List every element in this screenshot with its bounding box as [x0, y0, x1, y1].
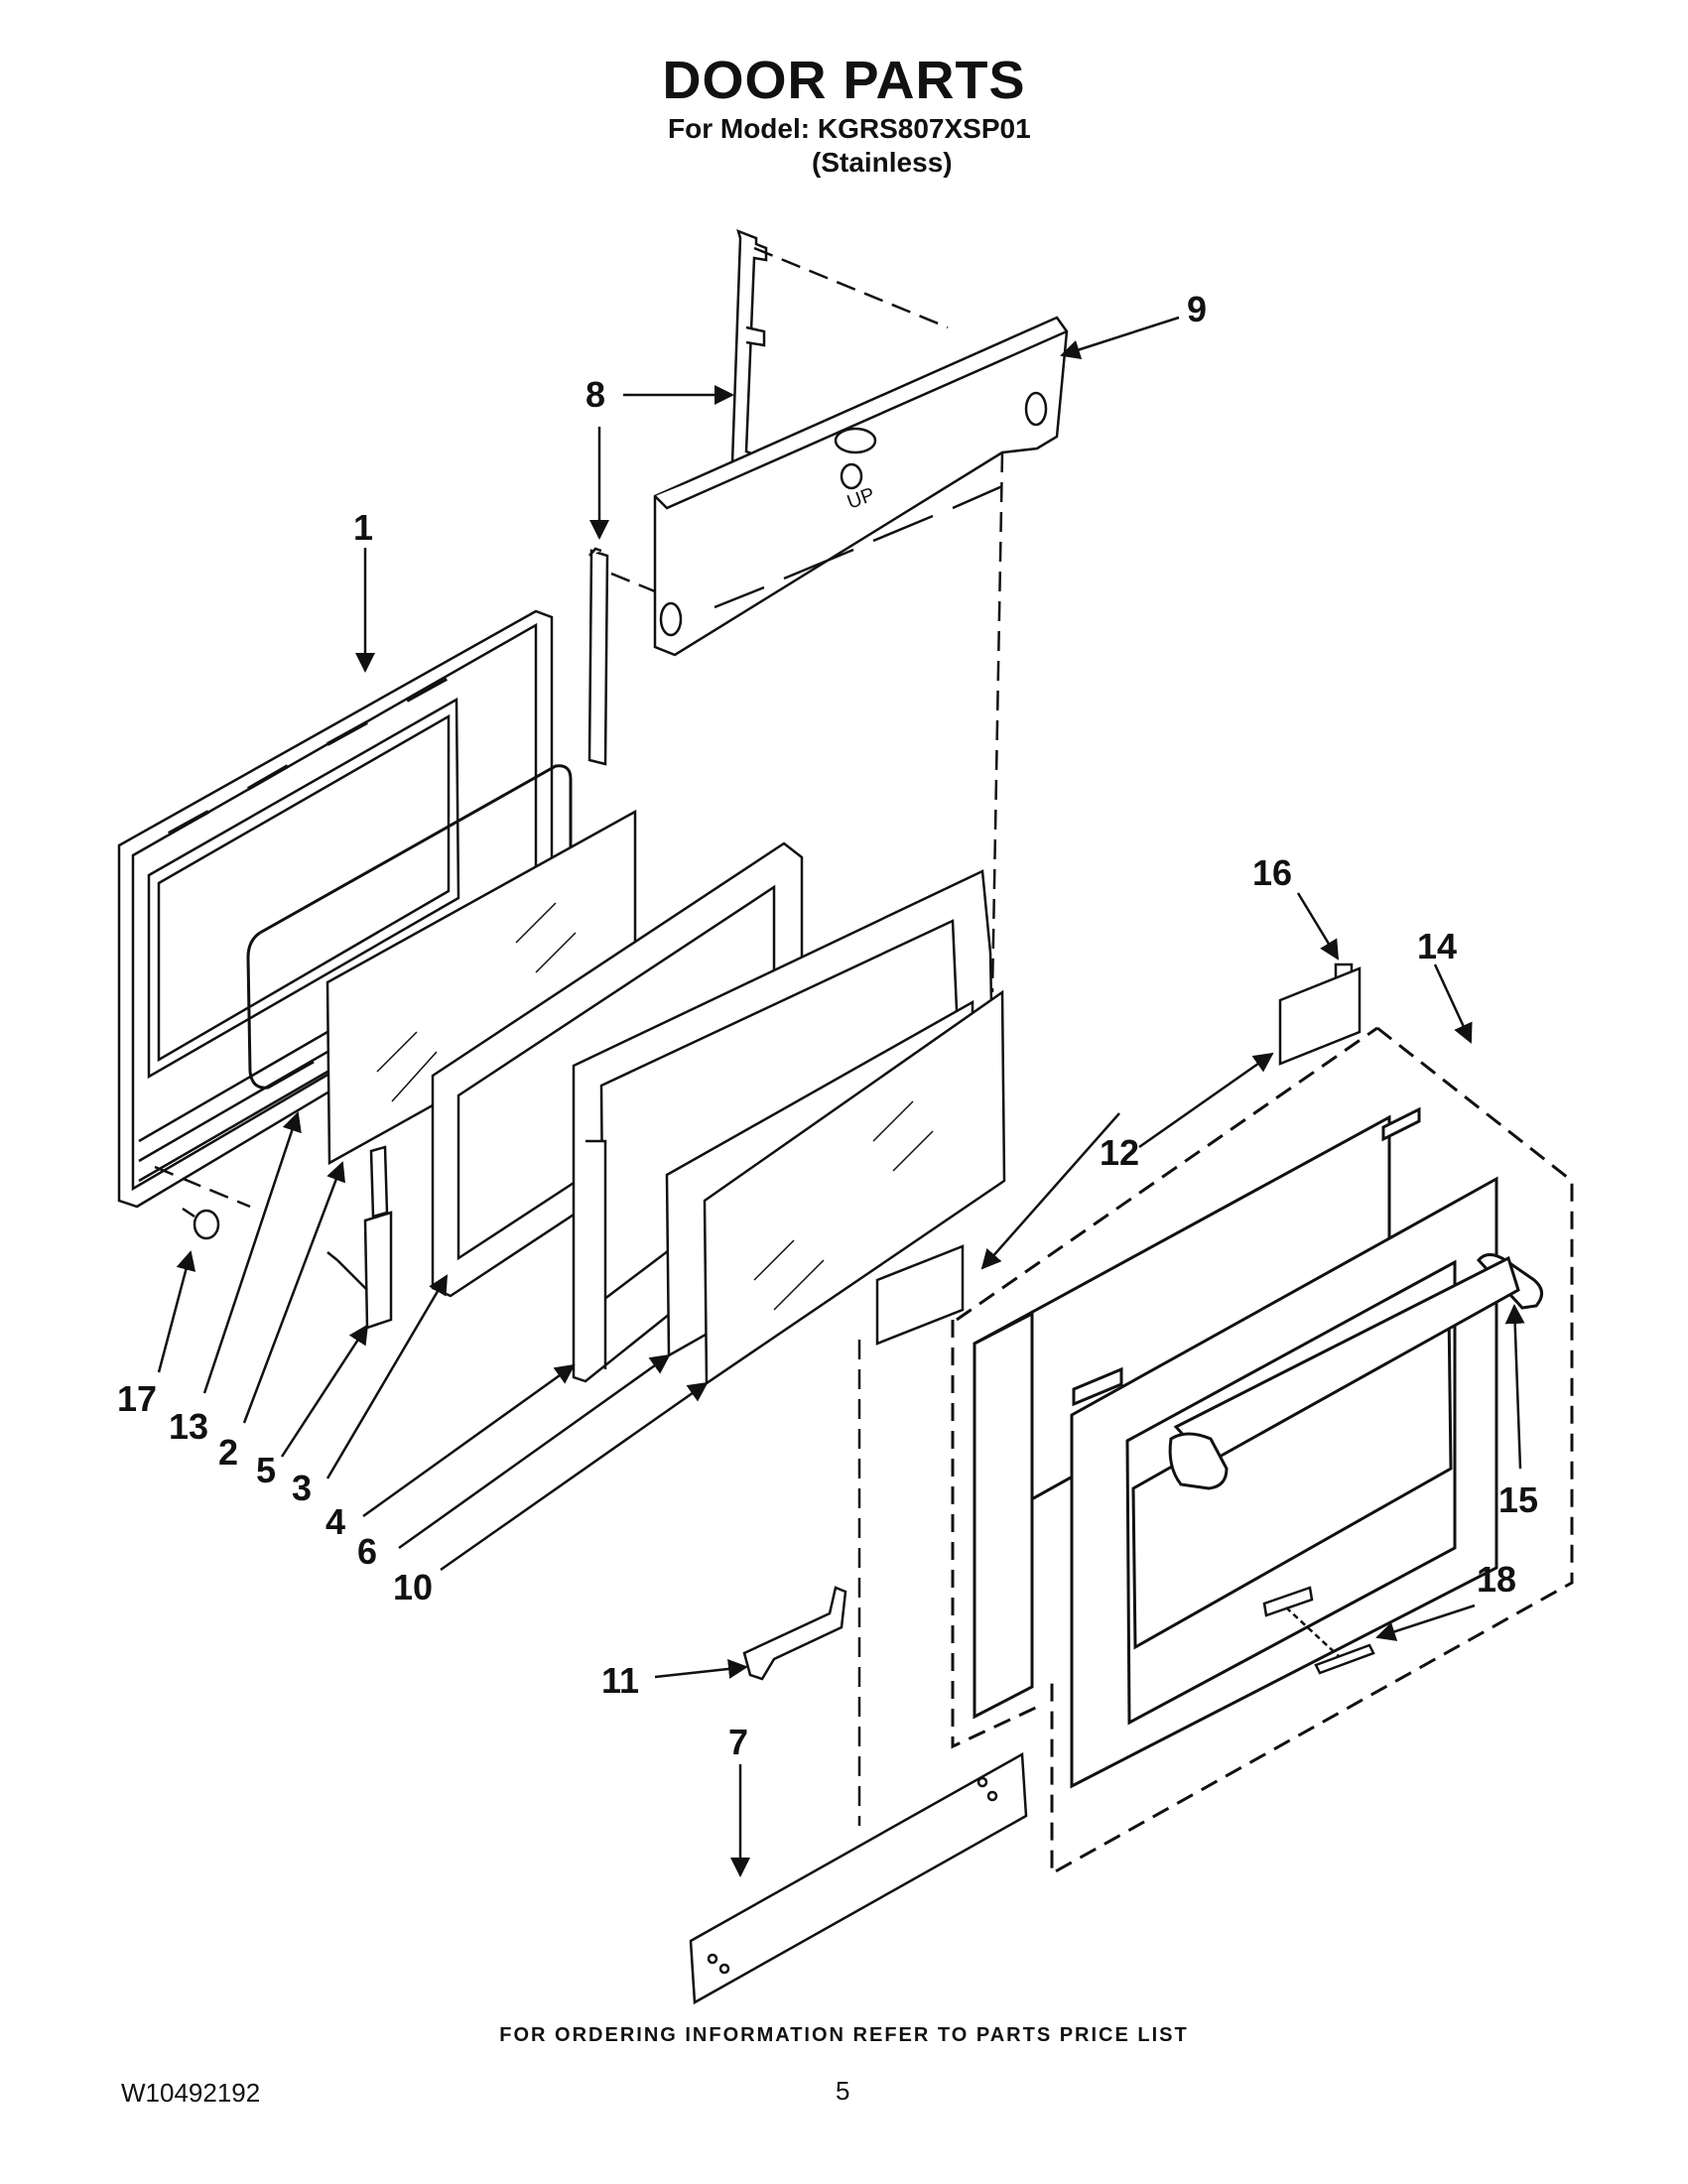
callout-11: 11: [601, 1660, 639, 1701]
callout-17: 17: [117, 1378, 157, 1419]
callout-13: 13: [169, 1406, 208, 1447]
part-13-gasket: [246, 764, 573, 1090]
part-15-handle: [1168, 1253, 1543, 1490]
part-5-hinge: [326, 1145, 393, 1330]
callout-12: 12: [1100, 1132, 1139, 1173]
callout-6: 6: [357, 1531, 377, 1572]
leader-arrows: [157, 316, 1525, 1877]
callout-14: 14: [1417, 926, 1457, 966]
alignment-lines: [154, 246, 1004, 1826]
callout-5: 5: [256, 1450, 276, 1490]
callout-15: 15: [1498, 1479, 1538, 1520]
page-title: DOOR PARTS: [662, 51, 1026, 110]
part-11-bracket: [742, 1586, 847, 1681]
callout-4: 4: [325, 1501, 345, 1542]
finish-label: (Stainless): [812, 147, 953, 178]
callout-9: 9: [1187, 289, 1207, 329]
callout-7: 7: [728, 1722, 748, 1762]
callout-8: 8: [585, 374, 605, 415]
part-7-bottom-trim: [689, 1751, 1028, 2005]
ordering-note: FOR ORDERING INFORMATION REFER TO PARTS …: [499, 2024, 1189, 2046]
part-9-vent-panel: [653, 316, 1069, 657]
part-18-badge: [1262, 1586, 1375, 1675]
model-line: For Model: KGRS807XSP01: [668, 113, 1031, 144]
part-10-outer-glass: [703, 989, 1006, 1386]
part-8-upper-strip: [587, 228, 768, 766]
callout-3: 3: [292, 1468, 312, 1508]
callout-18: 18: [1477, 1559, 1516, 1600]
callout-1: 1: [353, 507, 373, 548]
document-number: W10492192: [121, 2078, 261, 2108]
callout-10: 10: [393, 1567, 433, 1607]
part-17-knob: [182, 1207, 220, 1240]
callout-2: 2: [218, 1432, 238, 1473]
part-14-outer-door: [951, 1026, 1574, 1876]
part-12-hinge-brackets: [875, 966, 1362, 1346]
callout-16: 16: [1252, 852, 1292, 893]
page-number: 5: [836, 2076, 850, 2106]
